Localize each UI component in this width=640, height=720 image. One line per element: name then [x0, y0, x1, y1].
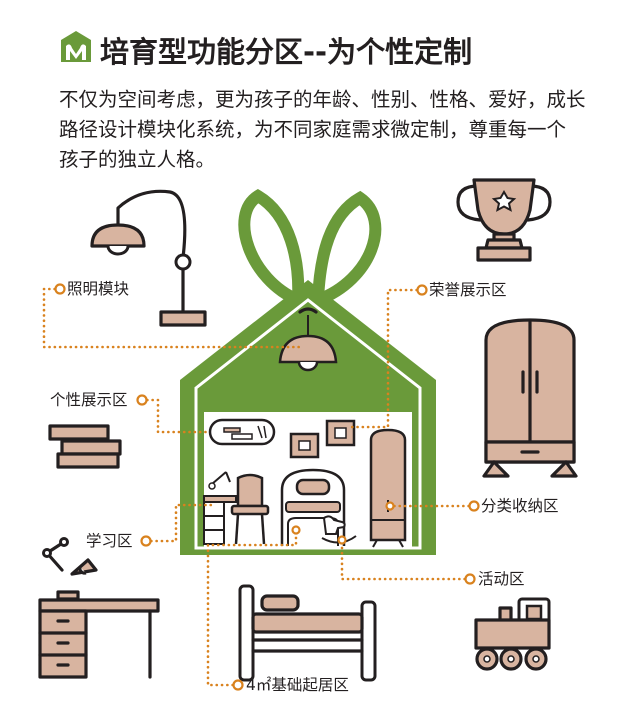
intro-line: 孩子的独立人格。	[59, 148, 216, 171]
intro-paragraph: 不仅为空间考虑，更为孩子的年龄、性别、性格、爱好，成长 路径设计模块化系统，为不…	[59, 85, 589, 175]
page-title: 培育型功能分区--为个性定制	[100, 35, 473, 69]
zone-label-personal: 个性展示区	[50, 391, 128, 409]
zone-label-lighting: 照明模块	[67, 280, 130, 298]
zone-label-storage: 分类收纳区	[481, 497, 559, 515]
leaf-house-logo-icon	[61, 31, 91, 62]
desk-lamp-icon	[38, 537, 160, 679]
leader-lines	[42, 283, 480, 691]
bed-icon	[238, 584, 377, 682]
stacked-books-icon	[48, 424, 122, 469]
zone-label-study: 学习区	[86, 532, 133, 550]
intro-line: 路径设计模块化系统，为不同家庭需求微定制，尊重每一个	[59, 118, 567, 141]
trophy-icon	[456, 178, 552, 262]
zone-label-bed: 4㎡基础起居区	[246, 676, 349, 694]
toy-train-icon	[474, 597, 551, 671]
wardrobe-icon	[482, 318, 578, 478]
intro-line: 不仅为空间考虑，更为孩子的年龄、性别、性格、爱好，成长	[59, 88, 586, 111]
zone-label-activity: 活动区	[478, 570, 525, 588]
zone-label-trophy: 荣誉展示区	[429, 281, 507, 299]
floor-lamp-icon	[90, 189, 207, 327]
green-house-room-icon	[180, 188, 436, 555]
